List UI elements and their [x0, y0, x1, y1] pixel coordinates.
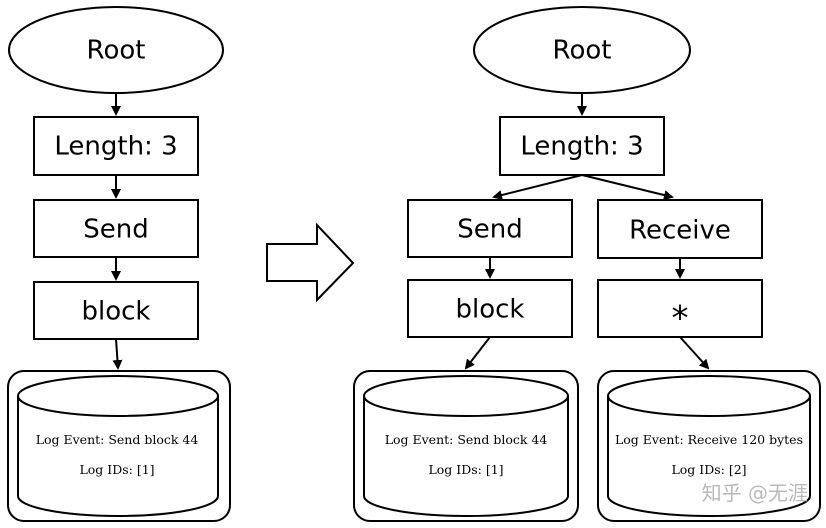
- transition-arrow-icon: [266, 222, 355, 303]
- left-log-cylinder: [17, 375, 219, 517]
- right-length-label: Length: 3: [520, 132, 643, 162]
- left-log-ids: Log IDs: [1]: [79, 462, 154, 477]
- left-block-node: block: [33, 281, 199, 340]
- right-length-node: Length: 3: [499, 116, 665, 176]
- left-root-label: Root: [87, 36, 146, 66]
- right-log-group-b: Log Event: Receive 120 bytes Log IDs: [2…: [597, 370, 821, 522]
- right-log-cylinder-a: [363, 375, 569, 517]
- right-wildcard-label: *: [672, 299, 689, 339]
- right-log-event-b: Log Event: Receive 120 bytes: [615, 432, 803, 447]
- right-send-label: Send: [457, 215, 522, 245]
- right-log-cylinder-b: [607, 375, 811, 517]
- right-log-ids-a: Log IDs: [1]: [428, 462, 503, 477]
- right-edge-length-receive: [581, 174, 674, 200]
- right-block-node: block: [407, 279, 573, 338]
- right-edge-length-send: [492, 174, 583, 200]
- left-send-node: Send: [33, 199, 199, 258]
- right-root-node: Root: [473, 6, 691, 94]
- right-block-label: block: [456, 295, 525, 325]
- left-root-node: Root: [8, 6, 224, 94]
- right-receive-node: Receive: [597, 199, 763, 259]
- right-edge-wildcard-log: [679, 336, 710, 370]
- right-wildcard-node: *: [597, 279, 763, 339]
- left-length-node: Length: 3: [33, 116, 199, 176]
- right-root-label: Root: [553, 36, 612, 66]
- right-receive-label: Receive: [629, 216, 731, 246]
- left-length-label: Length: 3: [54, 132, 177, 162]
- left-send-label: Send: [83, 215, 148, 245]
- left-log-group: Log Event: Send block 44 Log IDs: [1]: [7, 370, 231, 522]
- watermark-text: 知乎 @无涯: [702, 481, 808, 505]
- right-log-event-a: Log Event: Send block 44: [385, 432, 548, 447]
- right-log-group-a: Log Event: Send block 44 Log IDs: [1]: [353, 370, 579, 522]
- right-edge-block-log: [464, 336, 491, 370]
- right-log-ids-b: Log IDs: [2]: [671, 462, 746, 477]
- left-block-label: block: [82, 297, 151, 327]
- right-send-node: Send: [407, 199, 573, 258]
- right-tree: Root Length: 3 Send block Log Event: Sen…: [353, 6, 821, 522]
- left-tree: Root Length: 3 Send block Log Event: Sen…: [7, 6, 231, 522]
- left-log-event: Log Event: Send block 44: [36, 432, 199, 447]
- left-edge-block-log: [112, 338, 123, 370]
